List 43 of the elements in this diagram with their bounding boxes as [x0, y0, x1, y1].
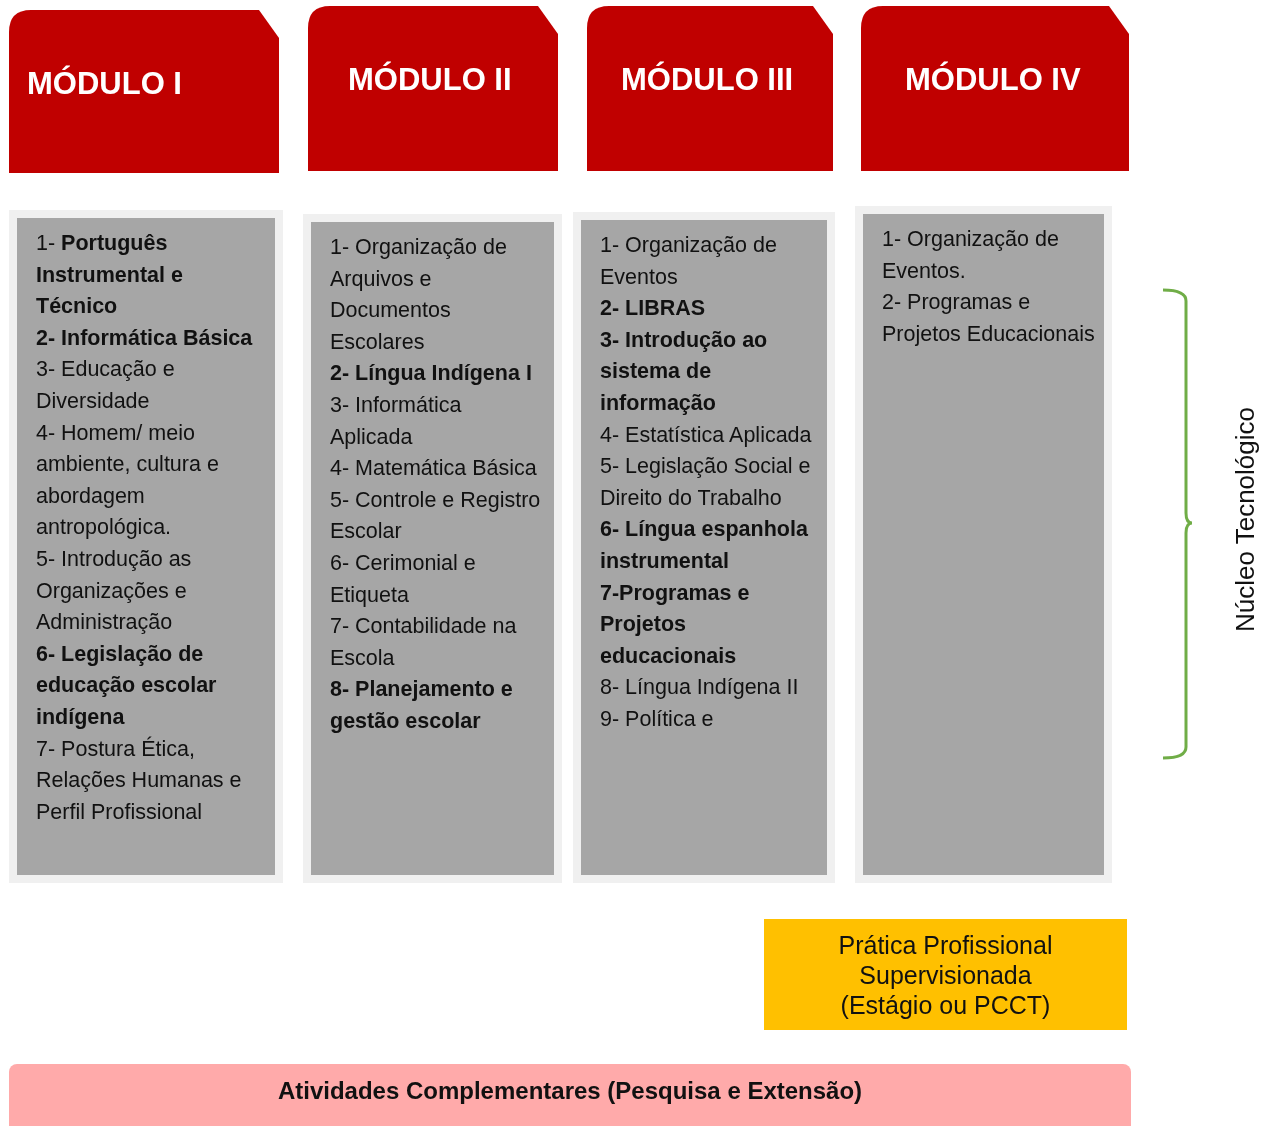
- course-item: 5- Controle e Registro Escolar: [330, 486, 542, 546]
- course-item: 8- Língua Indígena II: [600, 674, 799, 702]
- course-item: 3- Educação e Diversidade: [36, 356, 176, 415]
- module-header: [308, 6, 558, 171]
- module-header: [587, 6, 833, 171]
- course-item: 5- Introdução as Organizações e Administração: [36, 545, 193, 637]
- course-item: 8- Planejamento e gestão escolar: [330, 676, 514, 735]
- module-header: [9, 10, 279, 173]
- course-item: 2- LIBRAS: [600, 295, 706, 323]
- course-item: 7- Contabilidade na Escola: [330, 613, 518, 672]
- course-item: 3- Introdução ao sistema de informação: [600, 326, 769, 417]
- course-item: 1- Organização de Arquivos e Documentos Escolares: [330, 234, 508, 356]
- module-header: [861, 6, 1129, 171]
- course-item: 4- Homem/ meio ambiente, cultura e abordagem antropológica.: [36, 419, 220, 542]
- course-item: 4- Estatística Aplicada: [600, 421, 812, 449]
- module-title: MÓDULO IV: [905, 62, 1081, 98]
- course-item: 3- Informática Aplicada: [330, 391, 463, 451]
- course-panel: [303, 214, 562, 883]
- course-item: 1- Organização de Eventos: [600, 232, 778, 291]
- course-item: 4- Matemática Básica: [330, 455, 537, 483]
- course-item: 2- Informática Básica: [36, 324, 253, 352]
- course-item: 6- Cerimonial e Etiqueta: [330, 549, 477, 609]
- course-panel: [855, 206, 1112, 883]
- course-item: 2- Programas e Projetos Educacionais: [882, 289, 1096, 348]
- module-title: MÓDULO I: [27, 66, 182, 102]
- module-title: MÓDULO II: [348, 62, 512, 98]
- course-item: 1- Organização de Eventos.: [882, 226, 1060, 285]
- activity-text: Atividades Complementares (Pesquisa e Extensão): [277, 1076, 863, 1106]
- course-panel: [9, 210, 283, 883]
- course-item: 1- Português Instrumental e Técnico: [36, 230, 184, 321]
- activity-box: [9, 1064, 1131, 1126]
- activity-text: Prática Profissional Supervisionada (Estágio ou PCCT): [837, 929, 1054, 1020]
- course-item: 5- Legislação Social e Direito do Trabalho: [600, 453, 812, 512]
- course-item: 9- Política e: [600, 705, 714, 733]
- activity-box: [764, 919, 1127, 1030]
- course-item: 6- Língua espanhola instrumental: [600, 516, 809, 575]
- vertical-label: Núcleo Tecnológico: [1230, 406, 1261, 635]
- course-item: 2- Língua Indígena I: [330, 360, 532, 388]
- course-item: 6- Legislação de educação escolar indígena: [36, 640, 218, 731]
- course-item: 7- Postura Ética, Relações Humanas e Perfil Profissional: [36, 735, 243, 826]
- course-item: 7-Programas e Projetos educacionais: [600, 579, 751, 670]
- module-title: MÓDULO III: [621, 62, 794, 98]
- course-panel: [573, 212, 835, 883]
